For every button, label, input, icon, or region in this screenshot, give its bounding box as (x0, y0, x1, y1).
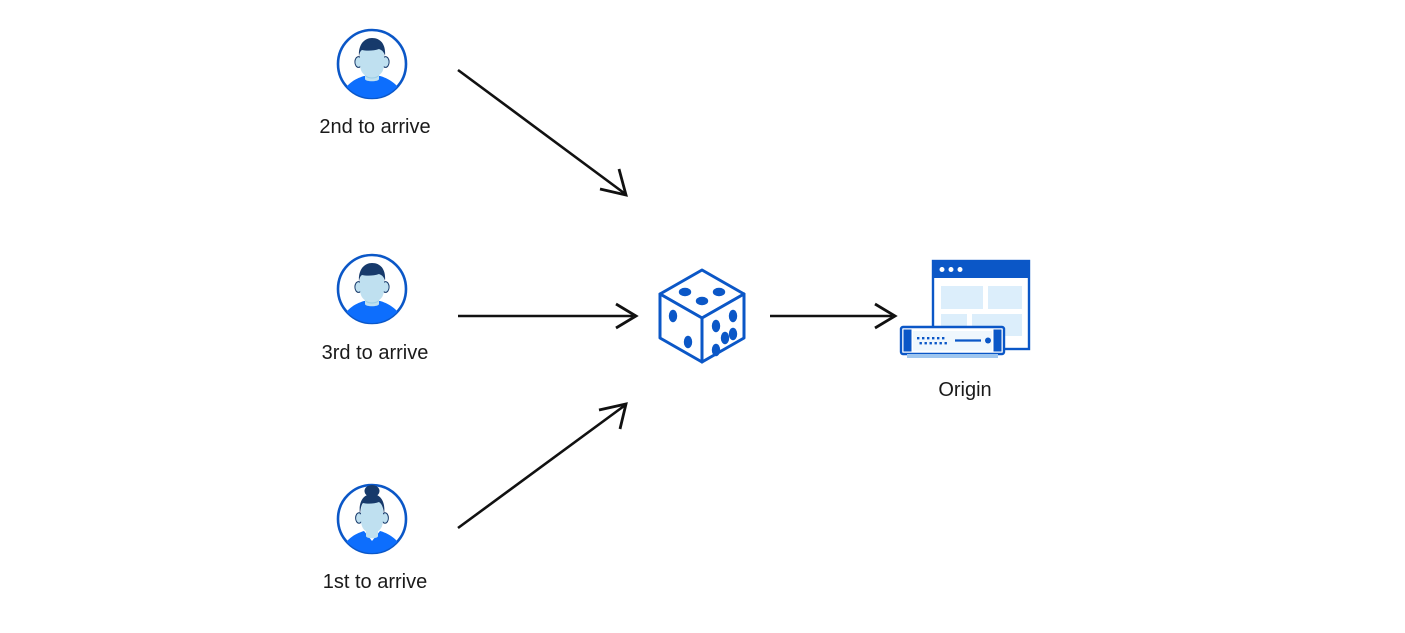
user-avatar-icon (336, 253, 408, 325)
server-device-icon (899, 325, 1006, 358)
randomizer-node (654, 264, 750, 368)
client-label-1st: 1st to arrive (322, 571, 428, 593)
client-node-2nd (334, 26, 410, 102)
arrow-3rd-to-dice (458, 302, 639, 330)
dice-icon (658, 268, 746, 364)
user-avatar-icon (336, 483, 408, 555)
client-node-1st (334, 481, 410, 557)
user-avatar-icon (336, 28, 408, 100)
client-node-3rd (334, 251, 410, 327)
arrow-1st-to-dice (457, 402, 628, 530)
client-label-3rd: 3rd to arrive (321, 342, 429, 364)
origin-node (897, 258, 1037, 368)
origin-server-icon (899, 259, 1031, 358)
origin-label: Origin (938, 379, 992, 401)
arrow-dice-to-origin (770, 302, 898, 330)
client-label-2nd: 2nd to arrive (319, 116, 431, 138)
arrow-2nd-to-dice (457, 68, 628, 197)
